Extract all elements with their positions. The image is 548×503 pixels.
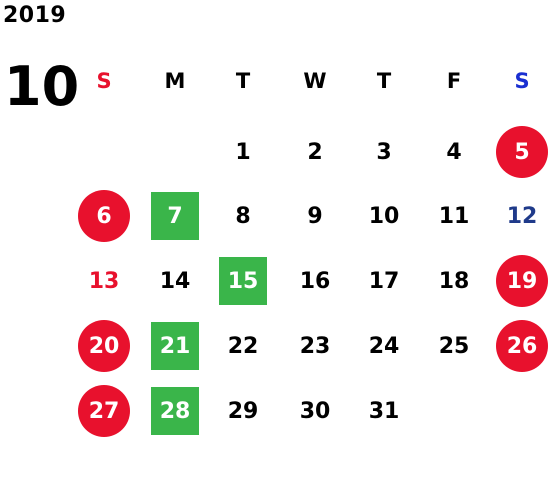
day-cell[interactable]: 10 bbox=[358, 190, 410, 242]
holiday-circle-marker bbox=[78, 385, 130, 437]
weekday-header: W bbox=[303, 69, 327, 93]
day-cell[interactable]: 13 bbox=[78, 255, 130, 307]
day-number: 3 bbox=[376, 139, 392, 165]
holiday-circle-marker bbox=[78, 320, 130, 372]
day-cell[interactable]: 3 bbox=[358, 126, 410, 178]
day-number: 27 bbox=[88, 398, 120, 424]
day-cell[interactable]: 25 bbox=[428, 320, 480, 372]
day-number: 11 bbox=[438, 203, 470, 229]
day-number: 21 bbox=[159, 333, 191, 359]
day-cell[interactable]: 21 bbox=[149, 320, 201, 372]
holiday-circle-marker bbox=[78, 190, 130, 242]
day-number: 9 bbox=[307, 203, 323, 229]
day-number: 13 bbox=[88, 268, 120, 294]
day-number: 20 bbox=[88, 333, 120, 359]
day-number: 31 bbox=[368, 398, 400, 424]
day-cell[interactable]: 17 bbox=[358, 255, 410, 307]
day-number: 1 bbox=[235, 139, 251, 165]
weekday-header: S bbox=[514, 69, 530, 93]
weekday-header: M bbox=[164, 69, 186, 93]
weekday-header: T bbox=[376, 69, 392, 93]
day-cell[interactable]: 28 bbox=[149, 385, 201, 437]
day-cell[interactable]: 11 bbox=[428, 190, 480, 242]
day-cell[interactable]: 20 bbox=[78, 320, 130, 372]
day-cell[interactable]: 2 bbox=[289, 126, 341, 178]
day-cell[interactable]: 29 bbox=[217, 385, 269, 437]
day-number: 5 bbox=[514, 139, 530, 165]
holiday-circle-marker bbox=[496, 255, 548, 307]
day-cell[interactable]: 18 bbox=[428, 255, 480, 307]
day-number: 10 bbox=[368, 203, 400, 229]
day-number: 30 bbox=[299, 398, 331, 424]
day-cell[interactable]: 4 bbox=[428, 126, 480, 178]
day-number: 4 bbox=[446, 139, 462, 165]
day-cell[interactable]: 8 bbox=[217, 190, 269, 242]
day-number: 15 bbox=[227, 268, 259, 294]
day-number: 8 bbox=[235, 203, 251, 229]
day-number: 24 bbox=[368, 333, 400, 359]
day-number: 14 bbox=[159, 268, 191, 294]
day-cell[interactable]: 1 bbox=[217, 126, 269, 178]
day-number: 2 bbox=[307, 139, 323, 165]
weekday-header: S bbox=[96, 69, 112, 93]
highlight-square-marker bbox=[151, 387, 199, 435]
day-cell[interactable]: 24 bbox=[358, 320, 410, 372]
weekday-header: T bbox=[235, 69, 251, 93]
day-number: 25 bbox=[438, 333, 470, 359]
day-cell[interactable]: 27 bbox=[78, 385, 130, 437]
day-number: 19 bbox=[506, 268, 538, 294]
day-cell[interactable]: 6 bbox=[78, 190, 130, 242]
day-number: 17 bbox=[368, 268, 400, 294]
day-number: 12 bbox=[506, 203, 538, 229]
holiday-circle-marker bbox=[496, 320, 548, 372]
highlight-square-marker bbox=[151, 322, 199, 370]
day-number: 16 bbox=[299, 268, 331, 294]
day-number: 22 bbox=[227, 333, 259, 359]
day-cell[interactable]: 15 bbox=[217, 255, 269, 307]
day-cell[interactable]: 19 bbox=[496, 255, 548, 307]
day-number: 23 bbox=[299, 333, 331, 359]
day-cell[interactable]: 5 bbox=[496, 126, 548, 178]
day-cell[interactable]: 23 bbox=[289, 320, 341, 372]
day-number: 18 bbox=[438, 268, 470, 294]
day-cell[interactable]: 12 bbox=[496, 190, 548, 242]
day-number: 26 bbox=[506, 333, 538, 359]
day-cell[interactable]: 16 bbox=[289, 255, 341, 307]
holiday-circle-marker bbox=[496, 126, 548, 178]
day-cell[interactable]: 30 bbox=[289, 385, 341, 437]
weekday-header: F bbox=[446, 69, 462, 93]
day-number: 29 bbox=[227, 398, 259, 424]
month-label: 10 bbox=[4, 55, 80, 118]
day-cell[interactable]: 7 bbox=[149, 190, 201, 242]
highlight-square-marker bbox=[219, 257, 267, 305]
year-label: 2019 bbox=[3, 3, 67, 28]
day-number: 7 bbox=[167, 203, 183, 229]
day-cell[interactable]: 31 bbox=[358, 385, 410, 437]
day-cell[interactable]: 22 bbox=[217, 320, 269, 372]
day-cell[interactable]: 26 bbox=[496, 320, 548, 372]
day-cell[interactable]: 14 bbox=[149, 255, 201, 307]
day-cell[interactable]: 9 bbox=[289, 190, 341, 242]
day-number: 6 bbox=[96, 203, 112, 229]
day-number: 28 bbox=[159, 398, 191, 424]
highlight-square-marker bbox=[151, 192, 199, 240]
